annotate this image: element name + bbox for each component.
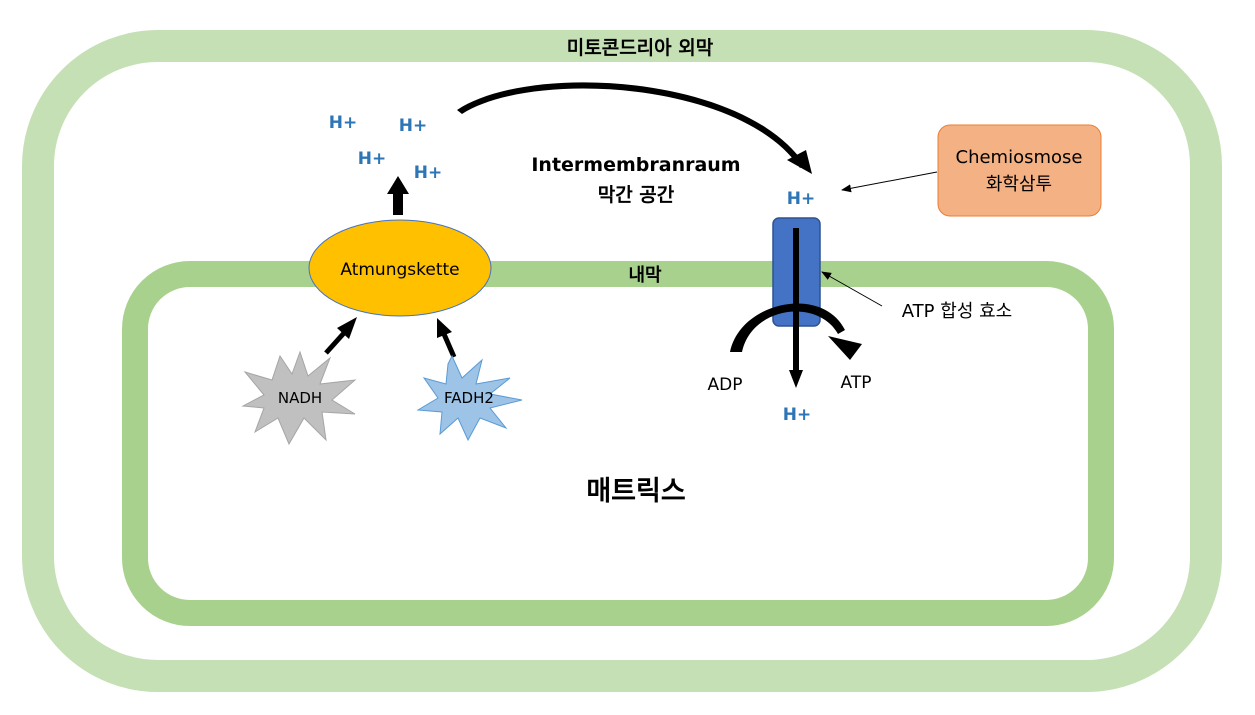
outer-membrane-label: 미토콘드리아 외막 [567, 37, 714, 59]
chemiosmosis-box [937, 124, 1102, 217]
atp-synthesis-arrowhead [828, 336, 862, 360]
fadh2-label: FADH2 [444, 389, 494, 407]
chemiosmosis-label-de: Chemiosmose [956, 147, 1083, 168]
fadh2-arrow [441, 333, 457, 358]
inner-membrane-label: 내막 [628, 265, 662, 286]
adp-label: ADP [708, 375, 743, 395]
proton-flow-arrowhead [787, 150, 812, 174]
intermembrane-space-label-ko: 막간 공간 [598, 184, 675, 206]
nadh-label: NADH [278, 389, 322, 407]
chemiosmosis-pointer [841, 171, 938, 193]
atp-synthase-label: ATP 합성 효소 [902, 301, 1012, 322]
chemiosmosis-label-ko: 화학삼투 [986, 174, 1052, 195]
respiratory-chain [308, 219, 492, 317]
nadh-burst [241, 350, 357, 446]
nadh-arrow [324, 331, 346, 355]
intermembrane-space-label-de: Intermembranraum [531, 154, 740, 176]
proton-channel-arrowhead [789, 370, 803, 388]
fadh2-burst [416, 354, 523, 442]
proton-label: H+ [787, 189, 815, 209]
proton-label: H+ [358, 149, 386, 169]
matrix-label: 매트릭스 [586, 476, 685, 507]
proton-pump-arrow [387, 176, 409, 215]
atp-synthesis-arrow [730, 303, 845, 352]
nadh-arrowhead [337, 317, 357, 339]
inner-membrane [122, 261, 1114, 626]
proton-label: H+ [329, 113, 357, 133]
proton-label: H+ [783, 405, 811, 425]
atp-synthase-pointer [821, 271, 883, 307]
proton-label: H+ [399, 116, 427, 136]
atp-label: ATP [841, 373, 872, 393]
proton-label: H+ [414, 163, 442, 183]
respiratory-chain-label: Atmungskette [340, 260, 459, 280]
outer-membrane [22, 30, 1222, 692]
fadh2-arrowhead [437, 318, 452, 338]
